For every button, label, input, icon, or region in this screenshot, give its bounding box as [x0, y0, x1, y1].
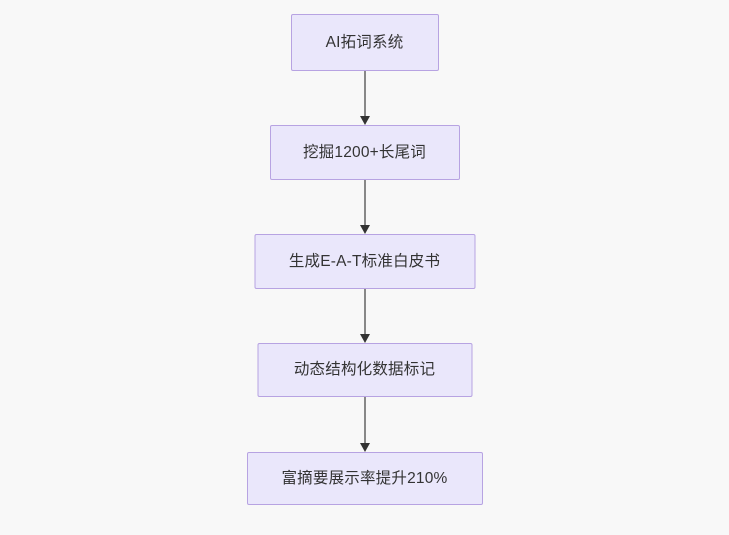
arrowhead-down-icon [359, 225, 370, 234]
flow-node-generate-eat-whitepaper[interactable]: 生成E-A-T标准白皮书 [254, 234, 475, 289]
connector-line [363, 397, 366, 444]
flow-node-label: 生成E-A-T标准白皮书 [288, 252, 441, 270]
flow-node-label: AI拓词系统 [325, 33, 404, 51]
flow-node-dynamic-structured-data-markup[interactable]: 动态结构化数据标记 [257, 343, 472, 397]
flow-connector-1 [359, 71, 371, 125]
flow-node-rich-snippet-impression-lift[interactable]: 富摘要展示率提升210% [246, 452, 483, 505]
connector-line [363, 289, 366, 335]
flow-node-label: 挖掘1200+长尾词 [302, 143, 427, 161]
flow-connector-3 [359, 289, 371, 343]
connector-line [363, 71, 366, 117]
flow-connector-2 [359, 180, 371, 234]
flow-connector-4 [359, 397, 371, 452]
flow-node-label: 富摘要展示率提升210% [281, 469, 448, 487]
flow-node-mine-longtail-keywords[interactable]: 挖掘1200+长尾词 [269, 125, 460, 180]
connector-line [363, 180, 366, 226]
arrowhead-down-icon [359, 443, 370, 452]
flow-node-ai-keyword-system[interactable]: AI拓词系统 [290, 14, 439, 71]
arrowhead-down-icon [359, 334, 370, 343]
flow-node-label: 动态结构化数据标记 [293, 361, 436, 379]
arrowhead-down-icon [359, 116, 370, 125]
